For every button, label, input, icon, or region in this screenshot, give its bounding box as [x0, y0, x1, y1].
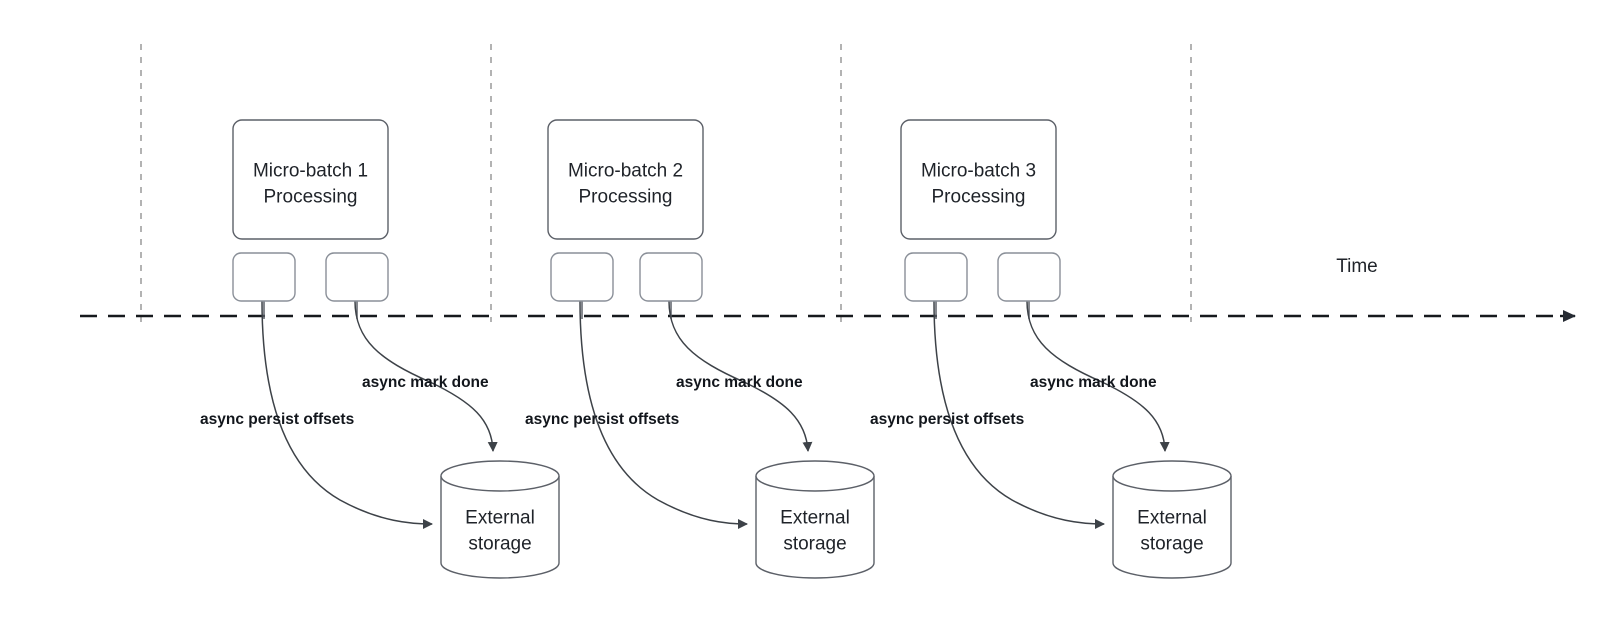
external-storage-3-label-line1: External — [1137, 508, 1207, 529]
external-storage-1-node[interactable]: External storage — [440, 460, 560, 579]
micro-batch-1-label-line1: Micro-batch 1 — [253, 161, 368, 182]
persist-offsets-3-edge — [933, 300, 1105, 529]
tick-2b-box[interactable] — [639, 252, 703, 302]
mark-done-2-label: async mark done — [676, 374, 803, 391]
tick-2a-box[interactable] — [550, 252, 614, 302]
micro-batch-1-label-line2: Processing — [264, 187, 358, 208]
micro-batch-3-node[interactable]: Micro-batch 3 Processing — [900, 119, 1057, 240]
external-storage-1-top — [440, 460, 560, 492]
external-storage-2-top — [755, 460, 875, 492]
tick-3b-box[interactable] — [997, 252, 1061, 302]
timeline-axis-group: Time — [80, 256, 1576, 322]
external-storage-1-label-line2: storage — [468, 534, 531, 555]
micro-batch-2-label-line2: Processing — [579, 187, 673, 208]
external-storage-2-node[interactable]: External storage — [755, 460, 875, 579]
persist-offsets-3-label: async persist offsets — [870, 411, 1024, 428]
mark-done-1-label: async mark done — [362, 374, 489, 391]
mark-done-1-edge — [354, 300, 498, 452]
external-storage-1-label-line1: External — [465, 508, 535, 529]
tick-1a-box[interactable] — [232, 252, 296, 302]
micro-batch-3-box[interactable] — [900, 119, 1057, 240]
persist-offsets-1-label: async persist offsets — [200, 411, 354, 428]
mark-done-3-edge — [1026, 300, 1170, 452]
external-storage-2-body[interactable] — [755, 476, 875, 579]
micro-batch-3-label-line2: Processing — [932, 187, 1026, 208]
time-axis-label: Time — [1336, 256, 1378, 277]
external-storage-2-label-line1: External — [780, 508, 850, 529]
mark-done-3-label: async mark done — [1030, 374, 1157, 391]
micro-batch-3-label-line1: Micro-batch 3 — [921, 161, 1036, 182]
persist-offsets-1-edge — [261, 300, 433, 529]
external-storage-3-label-line2: storage — [1140, 534, 1203, 555]
external-storage-3-top — [1112, 460, 1232, 492]
micro-batch-2-label-line1: Micro-batch 2 — [568, 161, 683, 182]
external-storage-1-body[interactable] — [440, 476, 560, 579]
micro-batch-1-node[interactable]: Micro-batch 1 Processing — [232, 119, 389, 240]
external-storage-3-body[interactable] — [1112, 476, 1232, 579]
persist-offsets-2-edge — [579, 300, 748, 529]
mark-done-2-edge — [668, 300, 813, 452]
edge-labels-group: async persist offsets async mark done asyn… — [200, 374, 1157, 428]
external-storage-2-label-line2: storage — [783, 534, 846, 555]
tick-1b-box[interactable] — [325, 252, 389, 302]
tick-3a-box[interactable] — [904, 252, 968, 302]
external-storage-3-node[interactable]: External storage — [1112, 460, 1232, 579]
micro-batch-2-node[interactable]: Micro-batch 2 Processing — [547, 119, 704, 240]
micro-batch-2-box[interactable] — [547, 119, 704, 240]
persist-offsets-2-label: async persist offsets — [525, 411, 679, 428]
flow-edges-group — [261, 300, 1170, 529]
micro-batch-1-box[interactable] — [232, 119, 389, 240]
